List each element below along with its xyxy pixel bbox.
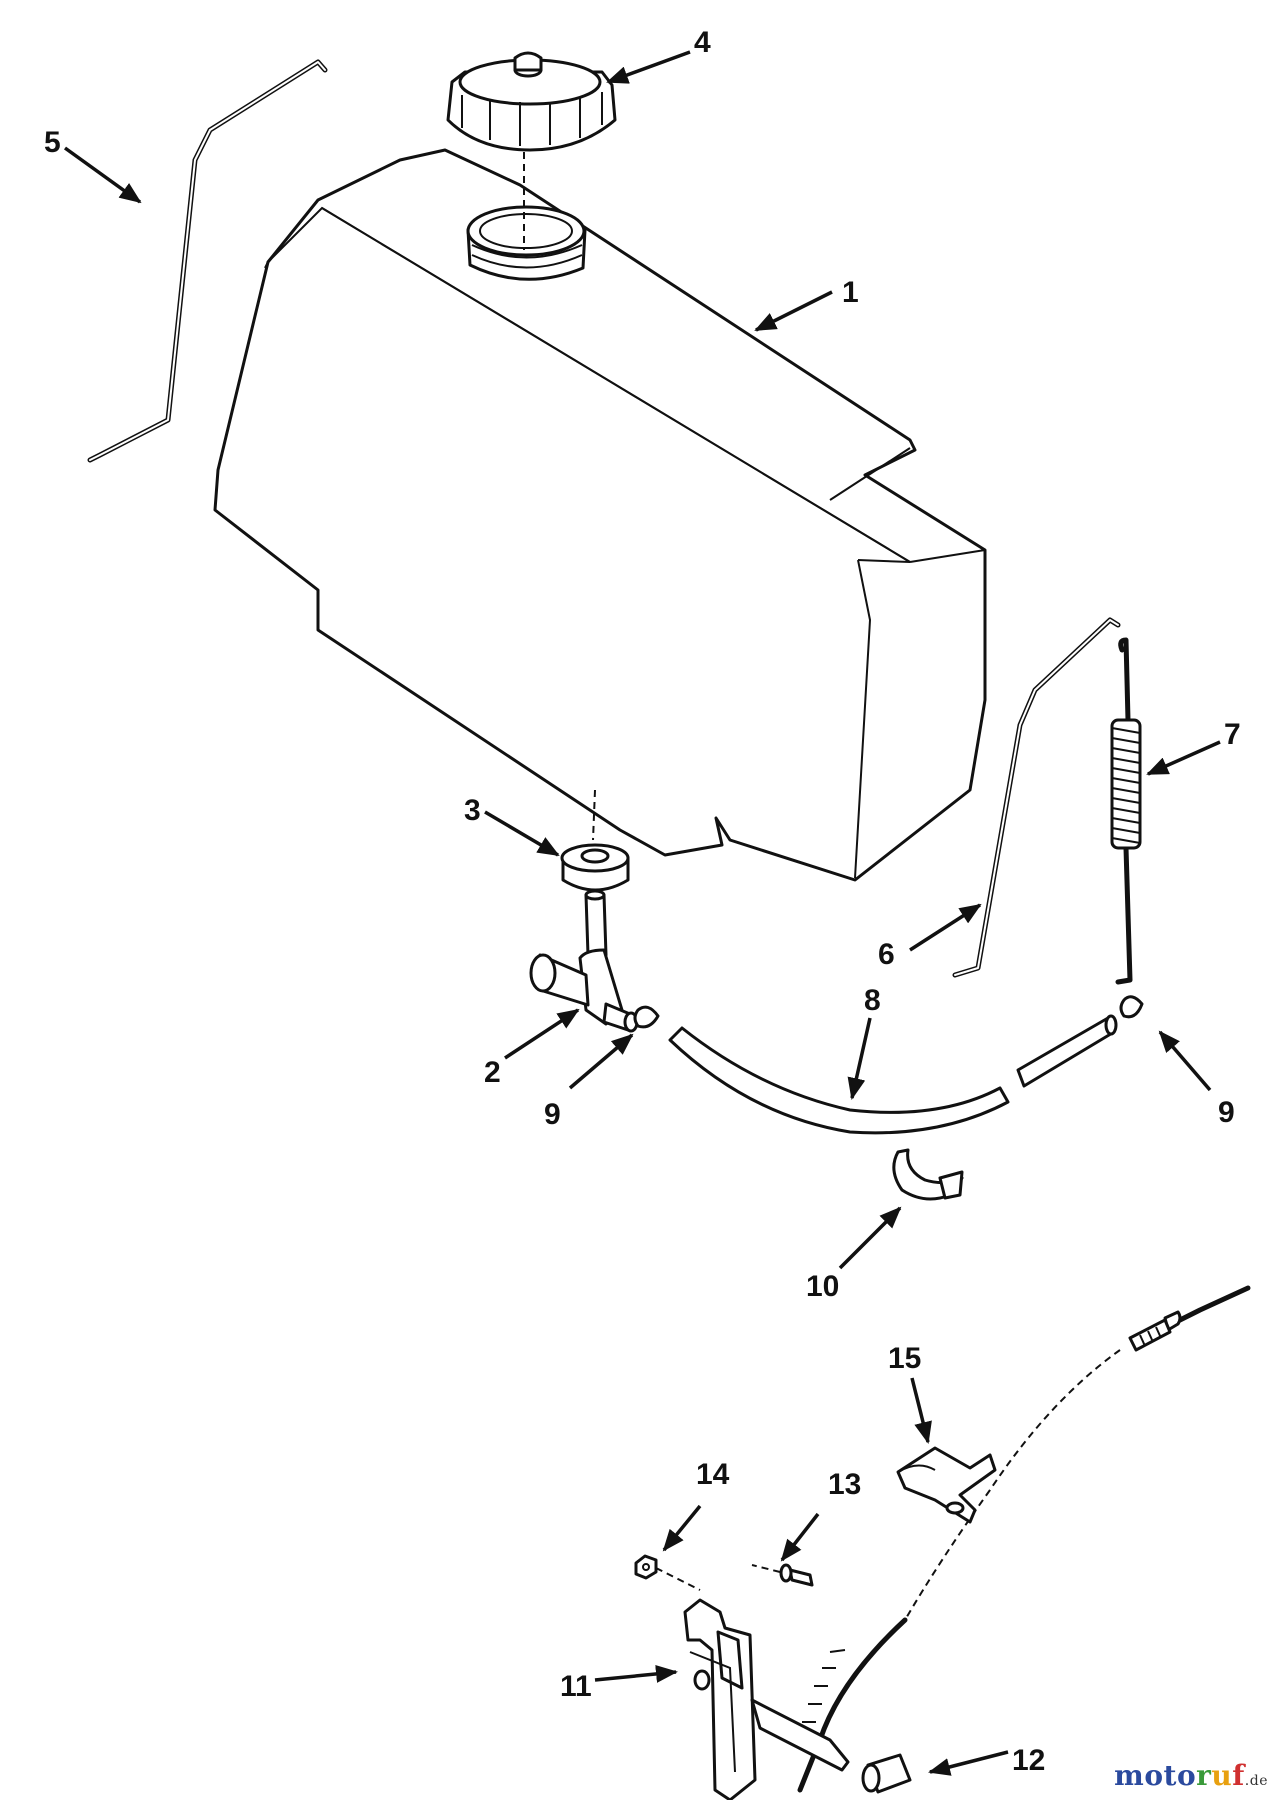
watermark-letter: o bbox=[1176, 1759, 1197, 1792]
watermark-letter: u bbox=[1211, 1759, 1233, 1792]
screw bbox=[751, 1563, 814, 1587]
callout-15: 15 bbox=[888, 1342, 921, 1375]
callout-8: 8 bbox=[864, 984, 881, 1017]
watermark-letter: t bbox=[1163, 1759, 1177, 1792]
watermark-letter: m bbox=[1114, 1759, 1145, 1792]
callout-5: 5 bbox=[44, 126, 61, 159]
watermark-logo: motoruf.de bbox=[1114, 1759, 1268, 1792]
fuel-line-hose bbox=[668, 1014, 1118, 1135]
fuel-tank bbox=[213, 148, 987, 882]
watermark-suffix: .de bbox=[1244, 1773, 1268, 1789]
callout-6: 6 bbox=[878, 938, 895, 971]
grommet-alignment-line bbox=[592, 789, 596, 841]
callout-11: 11 bbox=[560, 1670, 592, 1703]
hose-clamp-right bbox=[1119, 995, 1144, 1019]
callout-7: 7 bbox=[1224, 718, 1241, 751]
callout-arrows bbox=[63, 50, 1221, 1776]
callout-1: 1 bbox=[842, 276, 859, 309]
watermark-letter: o bbox=[1144, 1759, 1164, 1792]
watermark-letter: r bbox=[1196, 1759, 1212, 1792]
callout-9-right: 9 bbox=[1218, 1096, 1235, 1129]
callout-13: 13 bbox=[828, 1468, 861, 1501]
support-rod-left bbox=[87, 59, 328, 463]
callout-12: 12 bbox=[1012, 1744, 1045, 1777]
callout-3: 3 bbox=[464, 794, 481, 827]
callout-9-left: 9 bbox=[544, 1098, 561, 1131]
support-rod-right bbox=[952, 617, 1121, 978]
throttle-cable bbox=[797, 1285, 1251, 1793]
throttle-control-bracket bbox=[683, 1598, 850, 1800]
hex-nut bbox=[634, 1554, 701, 1591]
callout-labels: 1 2 3 4 5 6 7 8 9 9 10 11 12 13 14 15 bbox=[44, 26, 1241, 1777]
callout-10: 10 bbox=[806, 1270, 839, 1303]
hose-clip bbox=[892, 1148, 964, 1201]
fuel-cap bbox=[446, 51, 617, 152]
callout-14: 14 bbox=[696, 1458, 730, 1491]
tension-spring bbox=[1110, 637, 1142, 985]
filler-neck bbox=[466, 205, 587, 281]
throttle-knob bbox=[861, 1753, 912, 1794]
hose-clamp-left bbox=[633, 1005, 660, 1029]
watermark-letter: f bbox=[1232, 1759, 1245, 1792]
fuel-shutoff-valve bbox=[529, 889, 639, 1033]
callout-2: 2 bbox=[484, 1056, 501, 1089]
cable-clamp bbox=[896, 1446, 997, 1524]
callout-4: 4 bbox=[694, 26, 711, 59]
grommet bbox=[560, 843, 630, 892]
